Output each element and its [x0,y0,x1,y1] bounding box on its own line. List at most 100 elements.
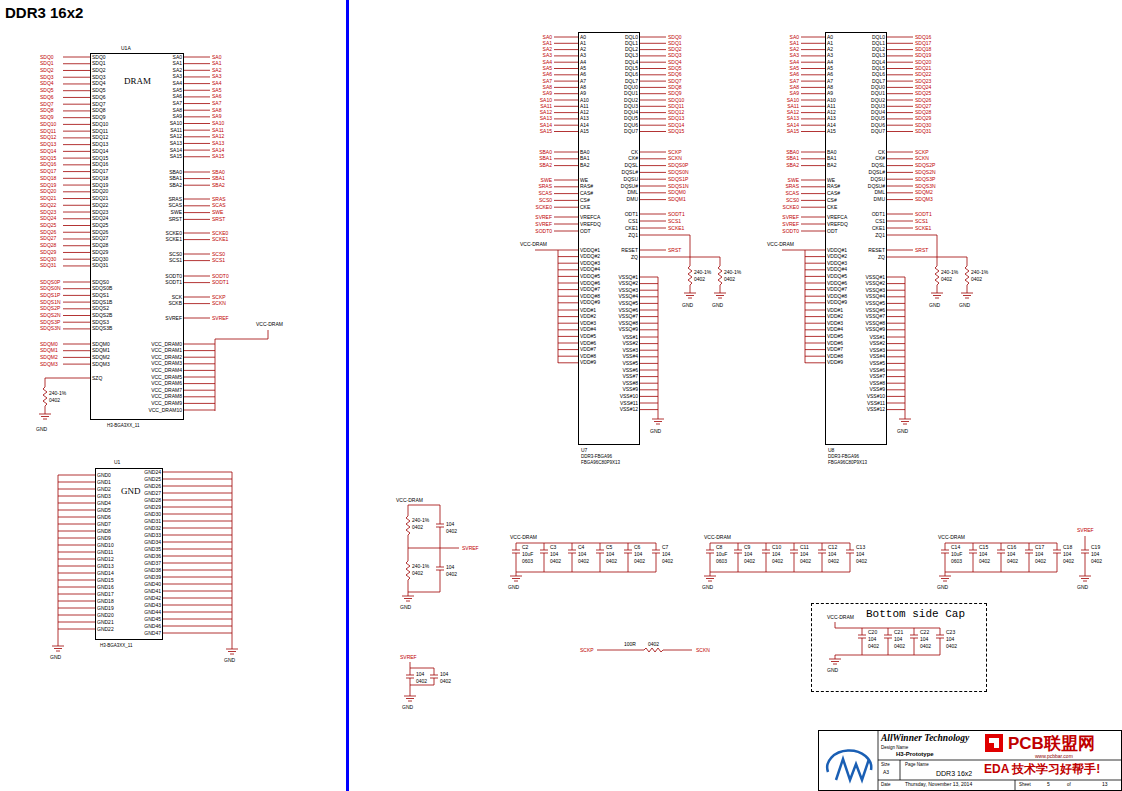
pin-wire [887,363,905,364]
part-label: VDDQ#8 [827,294,847,299]
pin-wire [640,350,658,351]
part-label: DQSU [624,177,638,182]
pin-wire [554,231,578,232]
net-label: SA10 [787,98,799,103]
part-label: 0402 [440,679,451,684]
net-label: SDQ22 [915,72,931,77]
part-label: C8 [716,545,722,550]
net-label: SDQ29 [40,250,56,255]
part-label: VDDQ#5 [827,274,847,279]
part-label: GND [508,585,519,590]
pin-wire [640,310,658,311]
net-label: SCS1 [668,219,681,224]
part-label: A9 [827,91,833,96]
pin-wire [184,156,210,157]
part-label: SDQ31 [92,263,108,268]
part-label: GND16 [97,585,114,590]
pin-wire [801,118,825,119]
part-label: A11 [580,104,589,109]
pin-wire [801,87,825,88]
pin-wire [163,619,232,620]
net-label: SDQ26 [915,98,931,103]
pin-wire [163,577,232,578]
part-label: VSS#6 [622,368,638,373]
part-label: SDQ3 [92,75,106,80]
part-label: VDDQ#1 [827,248,847,253]
part-label: GND21 [97,620,114,625]
pin-wire [163,591,232,592]
part-label: SDQ15 [92,156,108,161]
part-label: 104 [634,552,642,557]
part-label: A10 [827,98,836,103]
net-label: SDQ19 [40,183,56,188]
part-label: DQU2 [871,98,885,103]
part-text: H3-BGA3XX_11 [100,643,132,648]
part-label: WE [580,178,588,183]
net-label: SWE [788,178,799,183]
pin-wire [887,221,913,222]
pin-wire [163,584,232,585]
pin-wire [184,136,210,137]
watermark-logo [985,734,1003,752]
net-label: SDQ10 [668,98,684,103]
net-label: SDQS1P [40,293,60,298]
part-label: VDDQ#4 [827,267,847,272]
part-label: RAS# [580,184,593,189]
pin-wire [63,110,90,111]
pin-wire [63,63,90,64]
part-text: Design Name [881,745,908,750]
pin-wire [887,370,905,371]
part-label: 104 [868,637,876,642]
part-label: SDQS1B [92,300,112,305]
part-label: 240-1% [941,270,958,275]
pin-wire [640,383,658,384]
part-label: A14 [827,123,836,128]
net-label: SDQ31 [40,263,56,268]
net-label: SDQ15 [668,129,684,134]
net-label: SA15 [787,129,799,134]
net-label: SDQ29 [915,116,931,121]
pin-wire [801,158,825,159]
pin-wire [163,626,232,627]
pin-wire [887,68,913,69]
part-label: CS1 [875,219,885,224]
part-label: 0402 [416,679,427,684]
part-label: VSS#12 [620,407,638,412]
part-label: SDQ7 [92,102,106,107]
part-label: SDQ0 [92,55,106,60]
part-label: GND28 [144,498,161,503]
pin-wire [58,510,95,511]
part-label: VDD#2 [827,314,843,319]
net-label: SA6 [212,94,221,99]
pin-wire [801,207,825,208]
pin-wire [63,218,90,219]
part-label: CK# [875,156,885,161]
part-label: VDDQ#8 [580,294,600,299]
part-label: SDQ12 [92,135,108,140]
net-label: SA13 [787,116,799,121]
net-label: SA14 [540,123,552,128]
pin-wire [887,131,913,132]
part-label: BA1 [580,156,589,161]
pin-wire [58,594,95,595]
part-label: GND40 [144,582,161,587]
part-label: A6 [827,72,833,77]
part-label: VSS#6 [869,368,885,373]
pin-wire [887,49,913,50]
pin-wire [58,580,95,581]
part-label: 0402 [1091,559,1102,564]
part-label: VSS#11 [867,401,885,406]
part-label: 240-1% [694,270,711,275]
pin-wire [184,260,210,261]
part-label: VDD#3 [580,321,596,326]
part-label: 240-1% [412,564,429,569]
pin-wire [163,521,232,522]
part-text: Date [881,782,891,787]
part-label: C2 [522,545,528,550]
part-label: GND6 [97,515,111,520]
part-label: CKE [827,205,837,210]
part-label: 0402 [412,571,423,576]
pin-wire [63,90,90,91]
part-label: 104 [800,552,808,557]
net-label: SDQ30 [40,257,56,262]
